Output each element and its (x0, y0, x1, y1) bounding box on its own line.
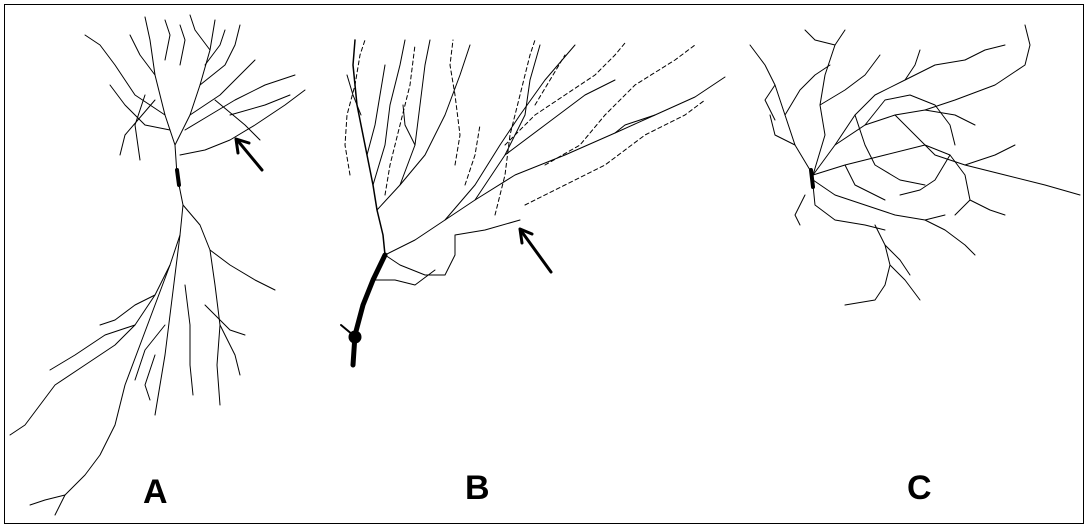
panel-label-c: C (907, 469, 932, 507)
neuron-b (340, 39, 726, 368)
neuron-a (9, 14, 306, 516)
neuron-drawings (9, 14, 1081, 516)
arrow-a (234, 137, 264, 172)
panel-label-b: B (465, 469, 490, 507)
arrow-b (518, 227, 553, 274)
neuron-figure: A B C (4, 4, 1084, 524)
neuron-c (749, 24, 1081, 306)
panel-label-a: A (143, 473, 168, 511)
